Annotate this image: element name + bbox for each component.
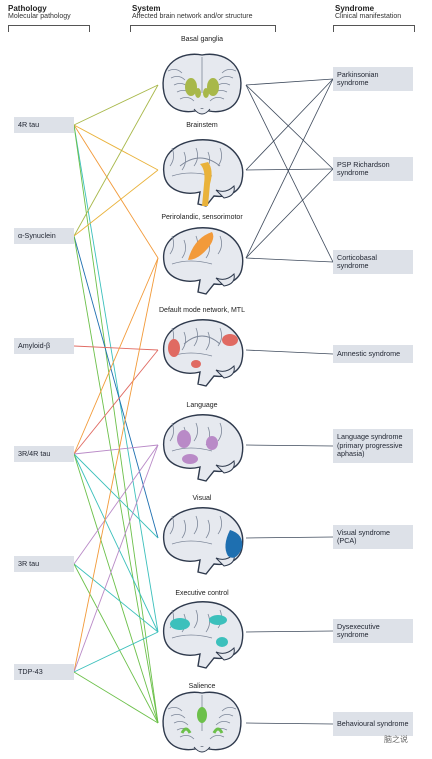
syndrome-link-vis-vs (245, 536, 334, 539)
pathology-link-4r-peri (73, 124, 159, 259)
system-label-salience: Salience (188, 683, 216, 690)
syndrome-link-peri-cbs (245, 257, 334, 263)
brain-peri-icon (163, 227, 244, 295)
syndrome-corticobasal: Corticobasal syndrome (333, 250, 413, 274)
pathology-link-4r-exec (73, 124, 159, 633)
pathology-bracket (8, 25, 90, 32)
syndrome-link-bs-park (245, 78, 334, 171)
brain-bg-icon (162, 53, 242, 115)
watermark-text: 脑之说 (384, 735, 408, 744)
pathology-link-3r4r-dmn (73, 349, 159, 455)
syndrome-parkinsonian: Parkinsonian syndrome (333, 67, 413, 91)
pathology-link-amy-dmn (73, 345, 159, 351)
syndrome-link-peri-psp (245, 168, 334, 259)
brain-exec-icon (163, 601, 244, 669)
syndrome-behavioural: Behavioural syndrome (333, 712, 413, 736)
system-bracket (130, 25, 276, 32)
pathology-link-3r4r-lang (73, 444, 159, 455)
pathology-link-3r-sal (73, 563, 159, 724)
brain-bs-icon (163, 139, 244, 207)
system-label-executive: Executive control (175, 590, 229, 597)
system-label-brainstem: Brainstem (186, 122, 218, 129)
pathology-subheader: Molecular pathology (8, 13, 71, 20)
pathology-link-3r-lang (73, 444, 159, 565)
syndrome-dysexecutive: Dysexecutive syndrome (333, 619, 413, 643)
system-label-default-mode: Default mode network, MTL (159, 307, 245, 314)
pathology-link-3r-exec (73, 563, 159, 633)
syndrome-header: Syndrome (335, 4, 375, 13)
system-label-basal-ganglia: Basal ganglia (180, 36, 224, 43)
pathology-link-syn-bg (73, 84, 159, 237)
pathology-tdp-43: TDP-43 (14, 664, 74, 680)
pathology-link-3r4r-peri (73, 257, 159, 455)
connection-lines (73, 78, 334, 725)
system-subheader: Affected brain network and/or structure (132, 13, 253, 20)
syndrome-psp-richardson: PSP Richardson syndrome (333, 157, 413, 181)
syndrome-link-dmn-amn (245, 349, 334, 355)
syndrome-amnestic: Amnestic syndrome (333, 345, 413, 363)
syndrome-bracket (333, 25, 415, 32)
pathology-alpha-synuclein: α-Synuclein (14, 228, 74, 244)
system-header: System (132, 4, 161, 13)
pathology-link-tdp-exec (73, 631, 159, 673)
syndrome-language: Language syndrome (primary progressive a… (333, 429, 413, 463)
syndrome-link-peri-park (245, 78, 334, 259)
pathology-link-tdp-peri (73, 257, 159, 673)
system-label-perirolandic: Perirolandic, sensorimotor (161, 214, 243, 221)
syndrome-visual: Visual syndrome (PCA) (333, 525, 413, 549)
pathology-link-4r-bg (73, 84, 159, 126)
pathology-link-3r4r-sal (73, 453, 159, 724)
pathology-3r-tau: 3R tau (14, 556, 74, 572)
syndrome-link-sal-beh (245, 722, 334, 725)
brain-sal-icon (162, 691, 242, 753)
syndrome-link-bg-psp (245, 84, 334, 170)
pathology-link-syn-vis (73, 235, 159, 539)
syndrome-link-bg-park (245, 78, 334, 86)
syndrome-subheader: Clinical manifestation (335, 13, 402, 20)
pathology-link-3r4r-exec (73, 453, 159, 633)
pathology-amyloid-beta: Amyloid-β (14, 338, 74, 354)
system-label-language: Language (186, 402, 218, 409)
syndrome-link-lang-ls (245, 444, 334, 447)
pathology-header: Pathology (8, 4, 47, 13)
system-label-visual: Visual (192, 495, 212, 502)
brain-dmn-icon (163, 319, 244, 387)
pathology-link-tdp-sal (73, 671, 159, 724)
brain-vis-icon (163, 507, 244, 575)
syndrome-link-bg-cbs (245, 84, 334, 263)
pathology-link-tdp-lang (73, 444, 159, 673)
syndrome-link-exec-dys (245, 630, 334, 633)
pathology-link-syn-bs (73, 169, 159, 237)
brain-lang-icon (163, 414, 244, 482)
pathology-3r-4r-tau: 3R/4R tau (14, 446, 74, 462)
pathology-link-4r-bs (73, 124, 159, 171)
pathology-4r-tau: 4R tau (14, 117, 74, 133)
pathology-link-syn-sal (73, 235, 159, 724)
syndrome-link-bs-psp (245, 168, 334, 171)
pathology-link-3r4r-vis (73, 453, 159, 539)
